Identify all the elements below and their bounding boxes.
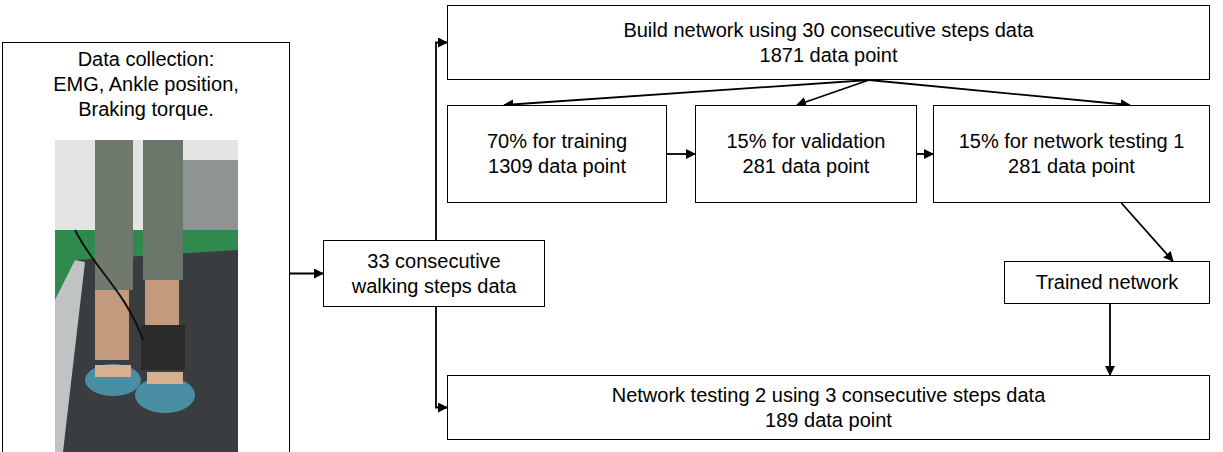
box-text: 70% for training (487, 129, 627, 154)
flow-arrow (290, 273, 323, 275)
source-panel: Data collection:EMG, Ankle position, Bra… (2, 42, 290, 452)
process-box: 15% for validation281 data point (695, 105, 917, 203)
flow-arrow (797, 80, 869, 105)
flow-arrow (869, 80, 1130, 105)
box-text: Trained network (1036, 270, 1179, 295)
process-box: 15% for network testing 1281 data point (933, 105, 1210, 203)
process-box: Build network using 30 consecutive steps… (447, 5, 1210, 80)
flow-arrow (1109, 304, 1111, 375)
box-text: 1309 data point (488, 154, 626, 179)
box-text: 189 data point (765, 408, 892, 433)
process-box: 70% for training1309 data point (447, 105, 667, 203)
box-text: 33 consecutive walking steps data (334, 249, 534, 299)
process-box: Trained network (1004, 261, 1210, 304)
process-box: 33 consecutive walking steps data (323, 240, 545, 307)
box-text: Network testing 2 using 3 consecutive st… (612, 383, 1046, 408)
flow-arrow (917, 153, 933, 155)
box-text: 15% for network testing 1 (959, 129, 1185, 154)
flow-arrow (1121, 203, 1173, 261)
box-text: 281 data point (1008, 154, 1135, 179)
flow-arrow (504, 80, 869, 105)
box-text: Build network using 30 consecutive steps… (623, 18, 1033, 43)
box-text: EMG, Ankle position, Braking torque. (39, 72, 254, 122)
treadmill-photo (55, 140, 238, 452)
process-box: Network testing 2 using 3 consecutive st… (447, 375, 1210, 440)
flow-arrow (436, 43, 447, 241)
box-text: 15% for validation (727, 129, 886, 154)
flow-arrow (436, 307, 447, 408)
box-text: 281 data point (743, 154, 870, 179)
box-text: Data collection: (78, 47, 215, 72)
flow-arrow (667, 153, 695, 155)
box-text: 1871 data point (760, 43, 898, 68)
